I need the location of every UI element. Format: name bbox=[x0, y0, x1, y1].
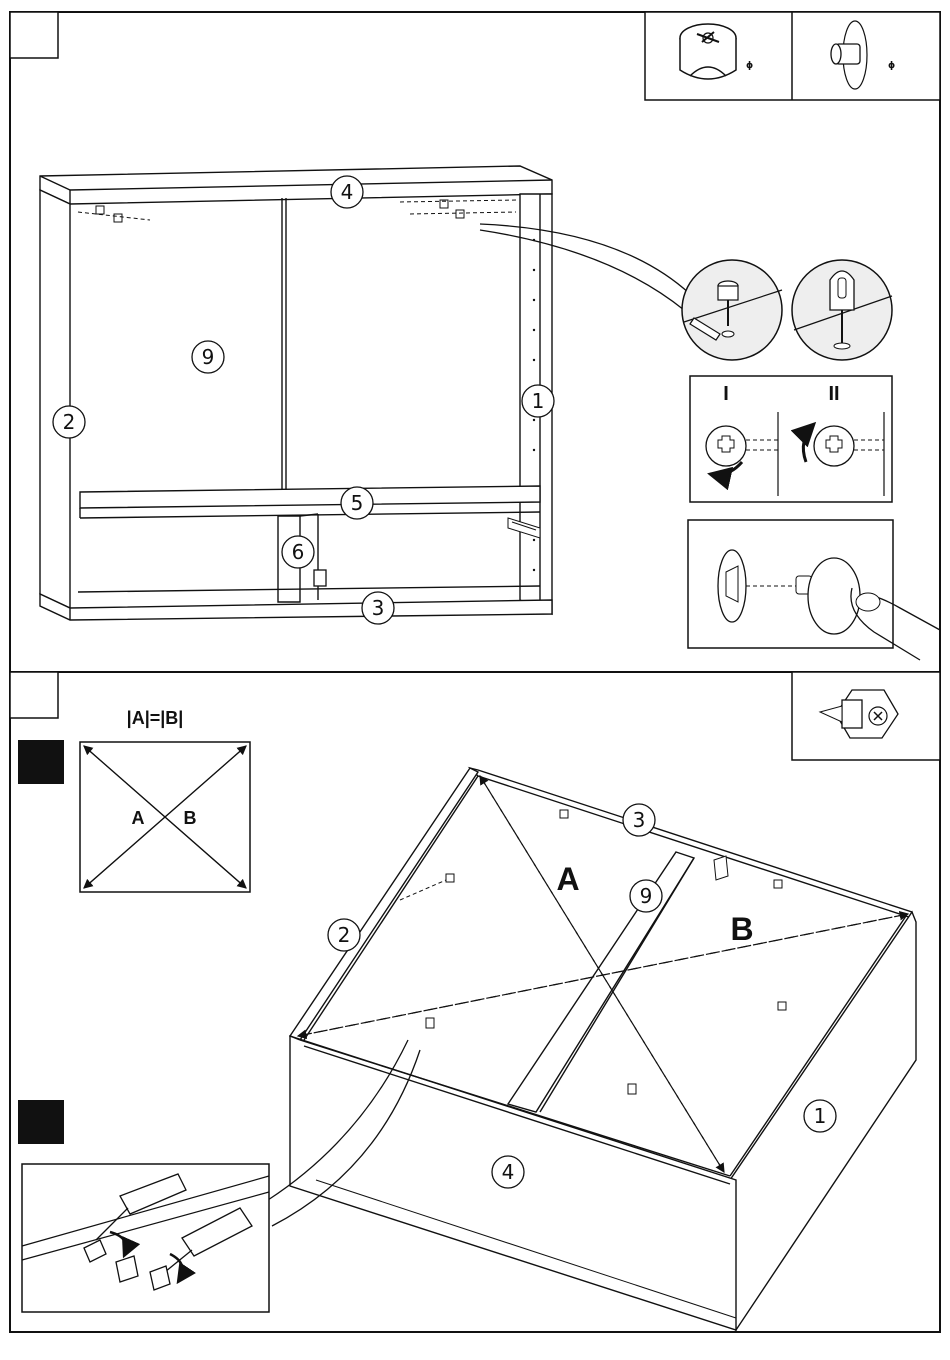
svg-text:1: 1 bbox=[532, 389, 545, 413]
svg-text:4: 4 bbox=[502, 1160, 515, 1184]
diag-label-b: B bbox=[184, 808, 197, 828]
sub-step-marker-1 bbox=[18, 740, 64, 784]
badge-back-edge: 3 bbox=[623, 804, 655, 836]
zoom-cam-insert bbox=[682, 260, 782, 360]
cabinet-isometric-view bbox=[290, 768, 916, 1330]
badge-left: 2 bbox=[53, 406, 85, 438]
badge-divider-9: 9 bbox=[630, 880, 662, 912]
badge-top: 4 bbox=[331, 176, 363, 208]
rotation-label-2: II bbox=[828, 383, 839, 405]
badge-front-4: 4 bbox=[492, 1156, 524, 1188]
badge-left-2: 2 bbox=[328, 919, 360, 951]
diagonal-check-rect: A B bbox=[80, 742, 250, 892]
cam-dowel-qty: ɸ bbox=[888, 61, 895, 71]
step-1: ɸ ɸ bbox=[10, 12, 940, 660]
screwdriver-detail-box bbox=[22, 1164, 269, 1312]
svg-text:9: 9 bbox=[640, 884, 653, 908]
rotation-label-1: I bbox=[723, 383, 729, 405]
zoom-leader bbox=[480, 224, 690, 294]
diagonal-rule: |A|=|B| bbox=[127, 708, 184, 728]
svg-text:9: 9 bbox=[202, 345, 215, 369]
svg-text:4: 4 bbox=[341, 180, 354, 204]
step-2-parts-box bbox=[792, 672, 940, 760]
cover-cap-box bbox=[688, 520, 940, 660]
step-2-number-box bbox=[10, 672, 58, 718]
cam-lock-icon bbox=[680, 24, 736, 79]
divider-bracket bbox=[314, 570, 326, 586]
svg-text:1: 1 bbox=[814, 1104, 827, 1128]
badge-right-1: 1 bbox=[804, 1100, 836, 1132]
top-fasteners bbox=[78, 200, 516, 222]
svg-text:2: 2 bbox=[63, 410, 76, 434]
badge-shelf: 5 bbox=[341, 487, 373, 519]
cabinet-diag-b: B bbox=[730, 911, 753, 947]
cam-lock-qty: ɸ bbox=[746, 61, 753, 71]
badge-right: 1 bbox=[522, 385, 554, 417]
svg-text:6: 6 bbox=[292, 540, 305, 564]
cabinet-diag-a: A bbox=[556, 861, 579, 897]
step-1-parts-box: ɸ ɸ bbox=[645, 12, 940, 100]
rotation-box: I II bbox=[690, 376, 892, 502]
svg-text:3: 3 bbox=[372, 596, 385, 620]
badge-divider: 6 bbox=[282, 536, 314, 568]
diag-label-a: A bbox=[132, 808, 145, 828]
svg-text:3: 3 bbox=[633, 808, 646, 832]
zoom-dowel-insert bbox=[792, 260, 892, 360]
svg-text:5: 5 bbox=[351, 491, 364, 515]
badge-bottom: 3 bbox=[362, 592, 394, 624]
badge-back: 9 bbox=[192, 341, 224, 373]
svg-text:2: 2 bbox=[338, 923, 351, 947]
step-2: |A|=|B| A B bbox=[10, 672, 940, 1330]
step-1-number-box bbox=[10, 12, 58, 58]
sub-step-marker-2 bbox=[18, 1100, 64, 1144]
